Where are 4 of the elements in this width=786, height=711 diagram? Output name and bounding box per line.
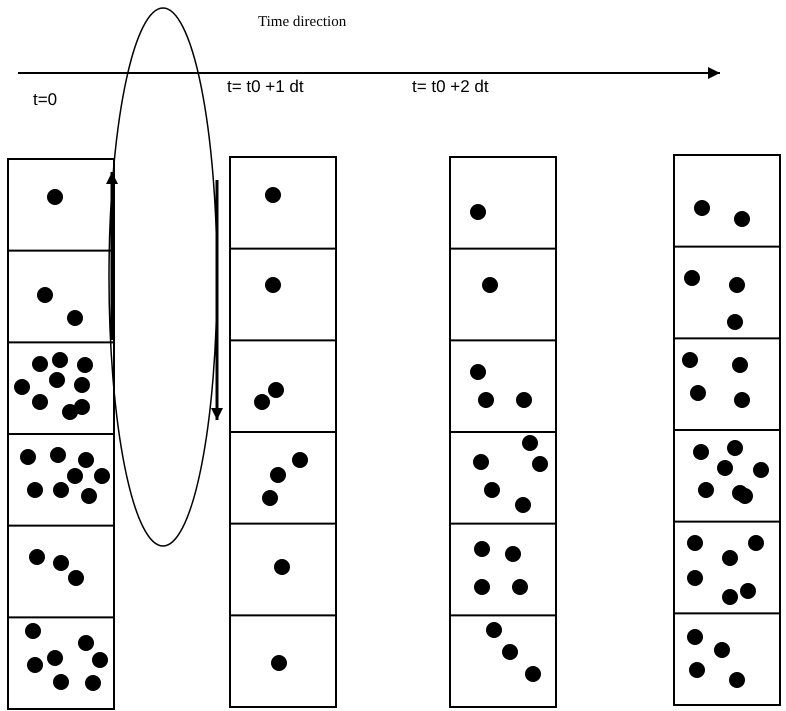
time-step-label: t= t0 +1 dt	[227, 77, 304, 97]
time-step-label: t= t0 +2 dt	[412, 77, 489, 97]
axis-label: Time direction	[258, 14, 346, 31]
time-step-label: t=0	[33, 90, 58, 110]
